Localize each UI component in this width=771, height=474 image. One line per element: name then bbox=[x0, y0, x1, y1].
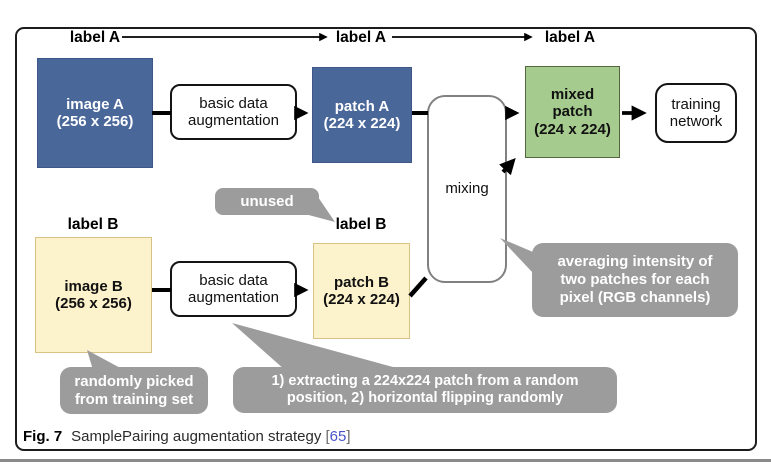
callout-patch-extraction: 1) extracting a 224x224 patch from a ran… bbox=[233, 367, 617, 413]
callout-patch-extraction-line1: 1) extracting a 224x224 patch from a ran… bbox=[271, 372, 579, 389]
node-basic-augmentation-a: basic data augmentation bbox=[170, 84, 297, 140]
node-image-a-line2: (256 x 256) bbox=[56, 113, 134, 130]
label-a-2: label A bbox=[335, 29, 387, 46]
node-patch-a-line1: patch A bbox=[334, 97, 390, 115]
node-mixed-patch-line1: mixed bbox=[550, 85, 595, 103]
node-mixing-label: mixing bbox=[445, 180, 489, 198]
figure-caption: Fig. 7 SamplePairing augmentation strateg… bbox=[23, 428, 351, 445]
node-basic-augmentation-a-line2: augmentation bbox=[188, 112, 279, 129]
figure-caption-title: SamplePairing augmentation strategy bbox=[71, 428, 322, 445]
callout-unused-text: unused bbox=[240, 192, 294, 210]
label-a-3: label A bbox=[544, 29, 596, 46]
callout-averaging-line3: pixel (RGB channels) bbox=[559, 289, 711, 306]
page-divider-rule bbox=[0, 459, 771, 462]
callout-unused: unused bbox=[215, 188, 319, 215]
node-basic-augmentation-b-line1: basic data bbox=[199, 271, 268, 289]
node-basic-augmentation-b: basic data augmentation bbox=[170, 261, 297, 317]
node-image-a-line1: image A bbox=[66, 95, 124, 113]
callout-patch-extraction-line2: position, 2) horizontal flipping randoml… bbox=[286, 390, 564, 406]
figure-caption-label: Fig. 7 bbox=[23, 428, 63, 445]
node-basic-augmentation-b-line2: augmentation bbox=[188, 289, 279, 306]
node-training-network-line1: training bbox=[671, 95, 721, 113]
citation-number[interactable]: 65 bbox=[329, 428, 347, 445]
label-b-2: label B bbox=[335, 216, 387, 233]
callout-averaging-line1: averaging intensity of bbox=[557, 253, 713, 270]
node-mixed-patch-line3: (224 x 224) bbox=[534, 120, 611, 138]
callout-averaging: averaging intensity of two patches for e… bbox=[532, 243, 738, 317]
callout-averaging-line2: two patches for each bbox=[560, 271, 710, 288]
node-training-network: training network bbox=[655, 83, 737, 143]
node-image-b-line1: image B bbox=[64, 277, 123, 295]
citation-close-bracket: ] bbox=[346, 428, 351, 445]
node-patch-a: patch A (224 x 224) bbox=[312, 67, 412, 163]
callout-randomly-picked-line2: from training set bbox=[74, 390, 194, 408]
citation-open-bracket: [ bbox=[325, 428, 330, 445]
node-patch-b: patch B (224 x 224) bbox=[313, 243, 410, 339]
node-patch-b-line1: patch B bbox=[333, 273, 389, 291]
node-patch-a-line2: (224 x 224) bbox=[323, 115, 401, 132]
node-basic-augmentation-a-line1: basic data bbox=[199, 94, 268, 112]
node-mixing: mixing bbox=[427, 95, 507, 283]
node-mixed-patch-line2: patch bbox=[552, 103, 593, 121]
node-image-a: image A (256 x 256) bbox=[37, 58, 153, 168]
callout-randomly-picked: randomly picked from training set bbox=[60, 367, 208, 414]
node-training-network-line2: network bbox=[669, 113, 723, 130]
node-patch-b-line2: (224 x 224) bbox=[323, 291, 400, 308]
callout-randomly-picked-line1: randomly picked bbox=[74, 372, 194, 390]
label-b-1: label B bbox=[67, 216, 119, 233]
node-mixed-patch: mixed patch (224 x 224) bbox=[525, 66, 620, 158]
node-image-b: image B (256 x 256) bbox=[35, 237, 152, 353]
label-a-1: label A bbox=[69, 29, 121, 46]
node-image-b-line2: (256 x 256) bbox=[55, 295, 132, 312]
